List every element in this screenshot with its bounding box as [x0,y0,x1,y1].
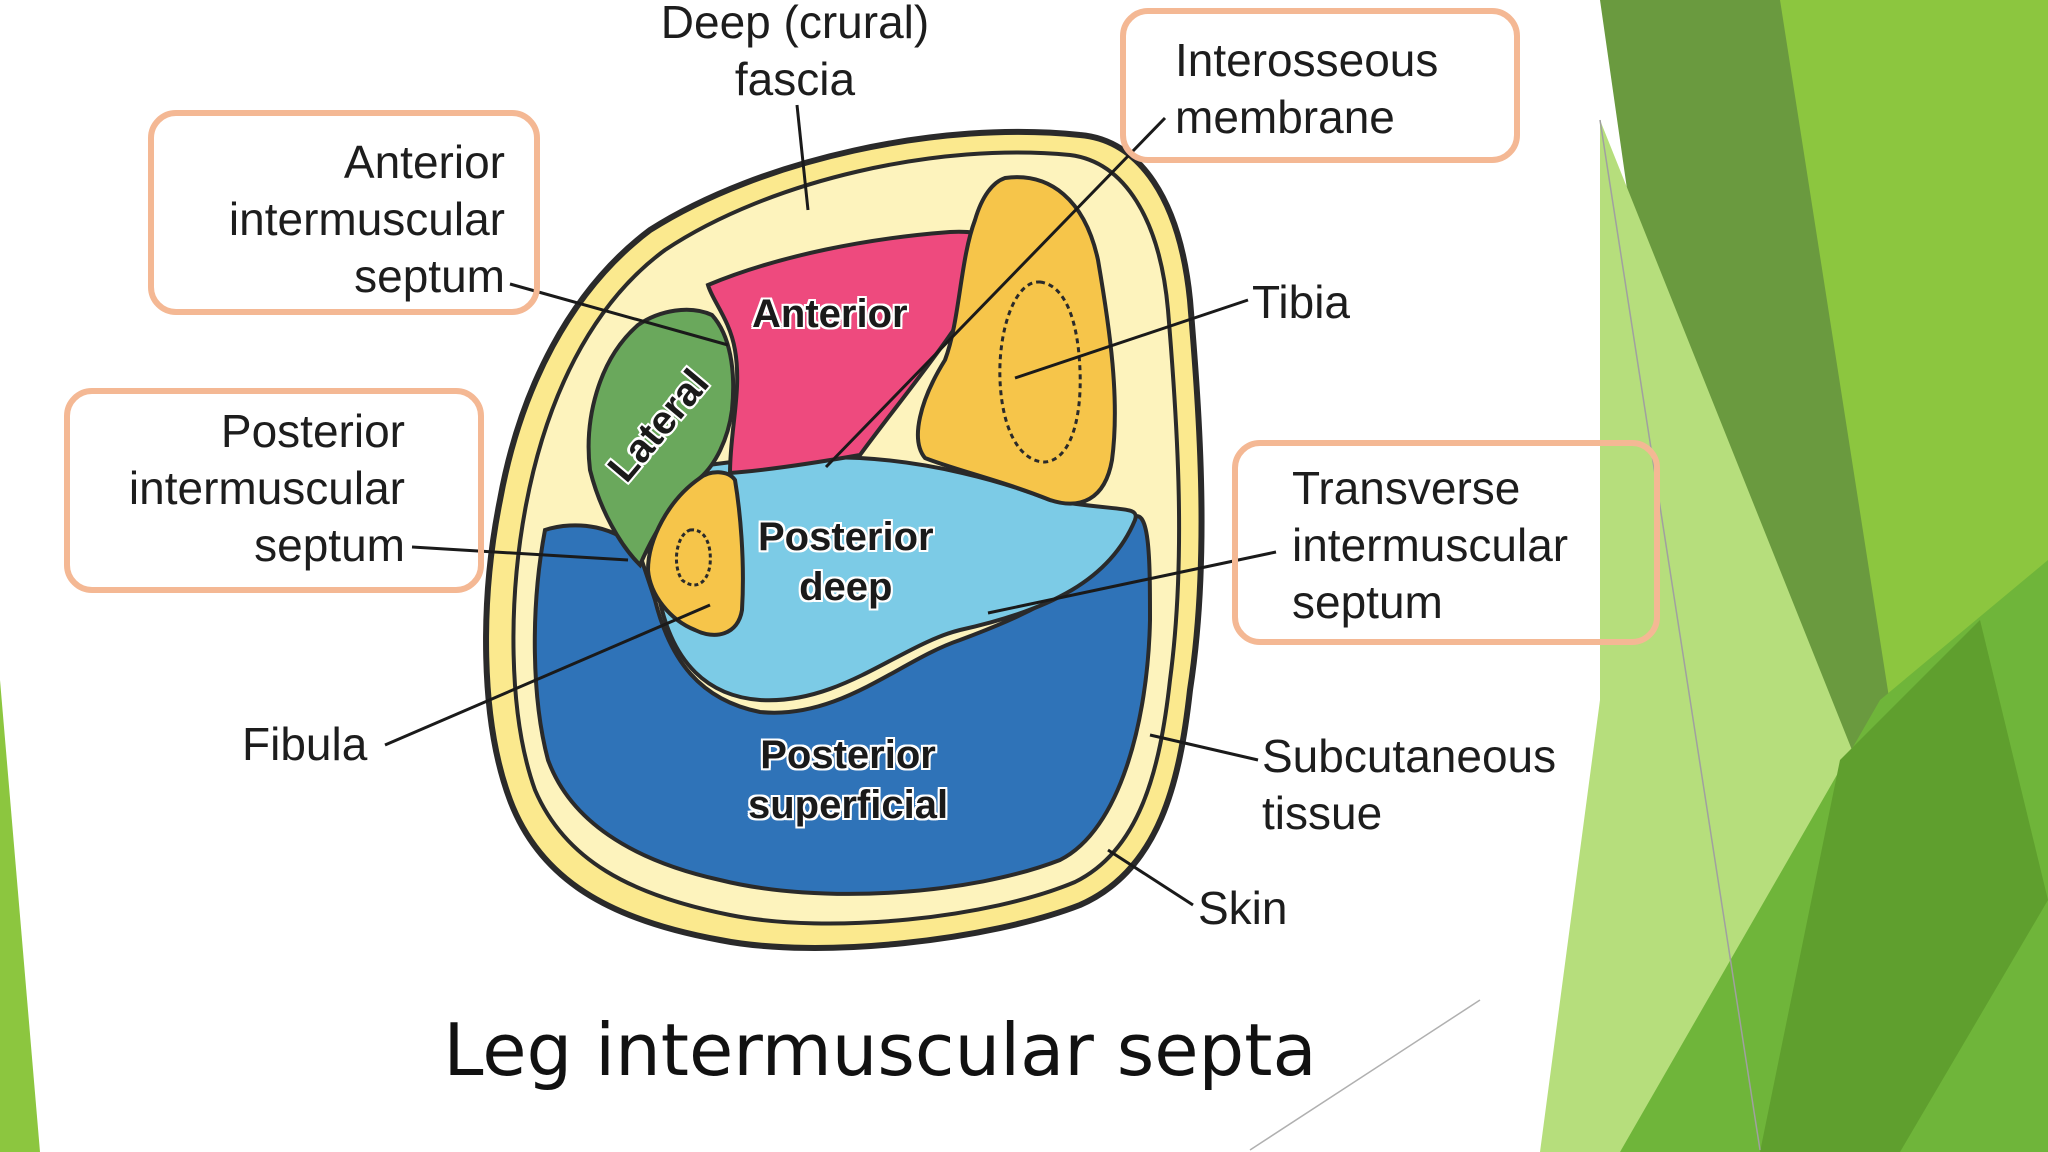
compartment-label-posterior-superficial: Posterior superficial [748,733,949,827]
label-deep-fascia: Deep (crural) fascia [660,0,930,105]
right-green-panel-deep [1760,620,2048,1152]
posterior-deep-compartment [644,455,1138,703]
posterior-superficial-compartment [532,514,1153,896]
label-posterior-septum: Posterior intermuscular septum [128,405,405,571]
leader-subcutaneous [1149,733,1259,762]
label-interosseous-membrane: Interosseous membrane [1175,34,1439,143]
label-tibia: Tibia [1252,276,1350,328]
leader-tibia [1014,298,1249,380]
callout-box-anterior-septum [148,110,540,315]
compartment-label-posterior-deep: Posterior deep [758,515,934,609]
cross-section [483,128,1205,951]
anterior-compartment [705,229,996,476]
callout-box-interosseous-membrane [1120,8,1520,163]
label-transverse-septum: Transverse intermuscular septum [1292,462,1569,628]
label-anterior-septum: Anterior intermuscular septum [228,136,505,302]
leader-posterior-septum [411,545,629,562]
callout-box-posterior-septum [64,388,484,593]
tibia-medullary-cavity [998,280,1082,464]
leader-skin [1107,848,1194,907]
theme-line [1249,999,1481,1151]
label-skin: Skin [1198,882,1288,934]
fibula-medullary-cavity [674,528,712,587]
callout-box-transverse-septum [1232,440,1660,645]
leader-interosseous-membrane [824,116,1167,469]
leader-deep-fascia [795,104,810,211]
compartment-label-anterior: Anterior [752,292,908,336]
label-fibula: Fibula [242,718,368,770]
leader-transverse-septum [987,550,1277,615]
theme-line [1599,119,1761,1151]
leader-fibula [384,603,711,747]
leader-lines [384,104,1277,907]
slide-title: Leg intermuscular septa [443,1008,1317,1092]
leader-anterior-septum [509,282,729,347]
label-subcutaneous-tissue: Subcutaneous tissue [1262,730,1557,839]
left-green-strip [0,680,40,1152]
